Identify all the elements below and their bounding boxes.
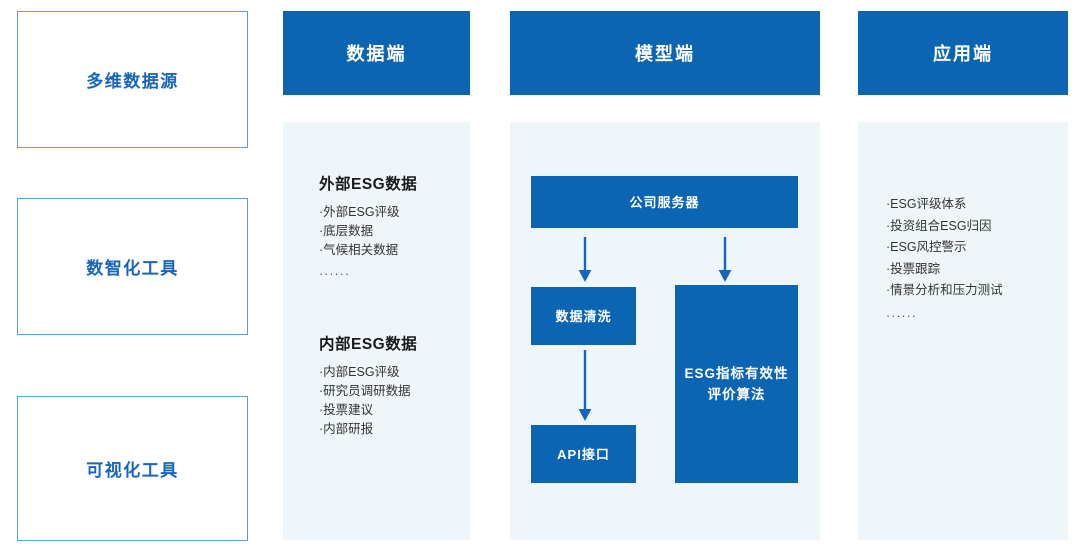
list-item: ·气候相关数据	[319, 243, 399, 257]
arrow-down-to-algorithm-icon	[716, 237, 734, 283]
flow-box-label: 公司服务器	[629, 194, 700, 210]
group-external-esg: 外部ESG数据 ·外部ESG评级 ·底层数据 ·气候相关数据 ······	[319, 172, 417, 281]
group-internal-esg: 内部ESG数据 ·内部ESG评级 ·研究员调研数据 ·投票建议 ·内部研报	[319, 332, 417, 439]
list-item: ·投票建议	[319, 403, 374, 417]
list-item: ·投票跟踪	[886, 261, 941, 276]
stage-header-model[interactable]: 模型端	[510, 11, 820, 95]
stage-header-data[interactable]: 数据端	[283, 11, 470, 95]
flow-box-label: ESG指标有效性 评价算法	[684, 366, 789, 402]
outline-card-label: 多维数据源	[86, 72, 179, 91]
list-item: ·研究员调研数据	[319, 384, 411, 398]
list-item: ·情景分析和压力测试	[886, 283, 1003, 297]
flow-box-api-interface[interactable]: API接口	[531, 425, 636, 483]
list-ellipsis: ······	[319, 267, 350, 281]
flow-box-label: 数据清洗	[555, 308, 612, 324]
stage-header-application[interactable]: 应用端	[858, 11, 1068, 95]
stage-header-label: 数据端	[346, 44, 407, 64]
list-item: ·底层数据	[319, 224, 374, 238]
stage-header-label: 应用端	[933, 44, 993, 64]
stage-panel-data: 外部ESG数据 ·外部ESG评级 ·底层数据 ·气候相关数据 ······ 内部…	[283, 122, 470, 540]
outline-card-digital-tools[interactable]: 数智化工具	[17, 198, 248, 335]
list-item: ·ESG评级体系	[886, 197, 967, 211]
group-title: 内部ESG数据	[319, 336, 418, 353]
list-item: ·内部ESG评级	[319, 365, 400, 379]
application-list: ·ESG评级体系 ·投资组合ESG归因 ·ESG风控警示 ·投票跟踪 ·情景分析…	[886, 194, 1003, 323]
list-item: ·内部研报	[319, 422, 374, 436]
outline-card-visualization-tools[interactable]: 可视化工具	[17, 396, 248, 541]
stage-panel-model: 公司服务器 数据清洗 A	[510, 122, 820, 540]
flow-box-label: API接口	[557, 446, 610, 462]
flow-box-company-server[interactable]: 公司服务器	[531, 176, 798, 228]
outline-card-multi-source[interactable]: 多维数据源	[17, 11, 248, 148]
arrow-down-to-api-icon	[576, 350, 594, 422]
outline-card-label: 数智化工具	[86, 259, 179, 278]
list-item: ·外部ESG评级	[319, 205, 400, 219]
stage-header-label: 模型端	[635, 44, 695, 64]
arrow-down-to-cleaning-icon	[576, 237, 594, 283]
stage-panel-application: ·ESG评级体系 ·投资组合ESG归因 ·ESG风控警示 ·投票跟踪 ·情景分析…	[858, 122, 1068, 540]
flow-box-data-cleaning[interactable]: 数据清洗	[531, 287, 636, 345]
group-title: 外部ESG数据	[319, 176, 418, 193]
list-ellipsis: ······	[886, 308, 917, 323]
flow-box-esg-indicator-algorithm[interactable]: ESG指标有效性 评价算法	[675, 285, 798, 483]
list-item: ·ESG风控警示	[886, 240, 967, 254]
list-item: ·投资组合ESG归因	[886, 218, 992, 233]
outline-card-label: 可视化工具	[86, 461, 179, 480]
